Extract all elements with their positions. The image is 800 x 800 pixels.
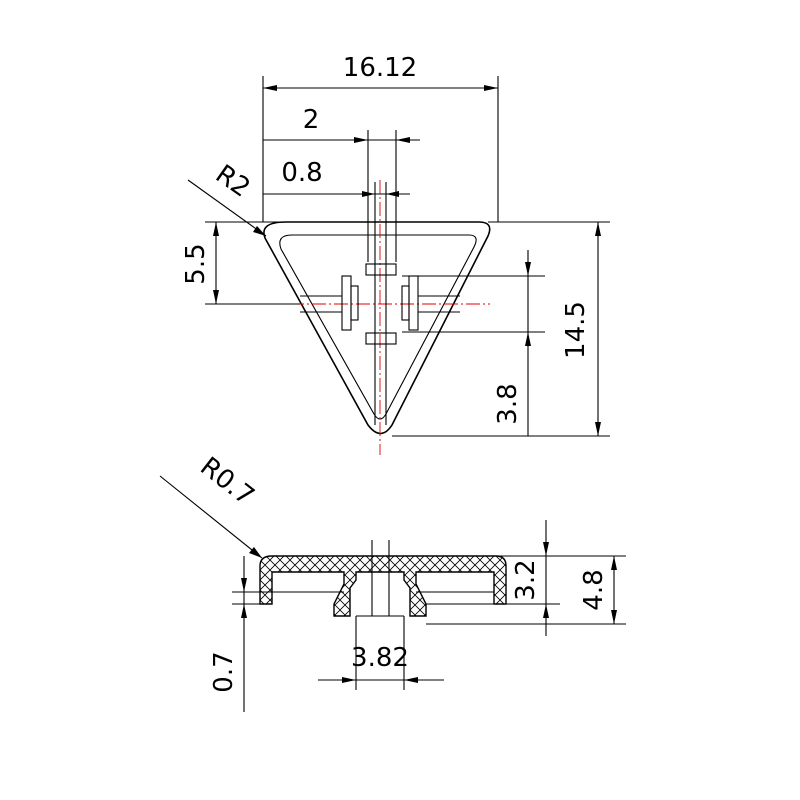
triangle-inner-outline [279,234,477,420]
dim-top-offset: 5.5 [181,221,300,305]
dim-overall-height-label: 14.5 [561,301,591,359]
dim-radius-side: R0.7 [159,452,263,559]
dim-wall-thickness-label: 0.7 [209,651,239,692]
dim-slot-spacing-label: 2 [303,105,320,135]
section-cap-profile [259,555,507,617]
dim-radius-top-label: R2 [210,159,256,203]
dim-cap-thickness-label: 3.2 [511,559,541,600]
dim-overall-height: 14.5 [392,221,610,437]
clip-right-outer [408,275,419,331]
dim-total-height: 4.8 [426,556,626,625]
dim-slot-width: 0.8 [263,158,410,197]
dim-overall-width: 16.12 [262,53,499,222]
dim-radius-top: R2 [187,159,267,237]
clip-left-inner [350,285,359,321]
dim-radius-side-label: R0.7 [194,452,259,512]
dim-cap-thickness: 3.2 [426,520,626,636]
clip-left-outer [341,275,352,331]
tab-bottom [365,332,397,345]
triangle-outer-outline [263,221,491,435]
clip-right-inner [401,285,410,321]
dim-overall-width-label: 16.12 [343,53,417,83]
top-view [263,130,491,455]
dim-slot-width-label: 0.8 [281,158,322,188]
dim-stem-width: 3.82 [318,616,444,690]
dim-lower-height-label: 3.8 [493,383,523,424]
dim-top-offset-label: 5.5 [181,243,211,284]
dim-total-height-label: 4.8 [579,569,609,610]
dim-wall-thickness: 0.7 [209,556,272,712]
dim-slot-spacing: 2 [263,105,420,143]
section-view [259,540,507,617]
tab-top [365,263,397,276]
dim-stem-width-label: 3.82 [351,643,409,673]
dim-lower-height: 3.8 [402,250,545,436]
